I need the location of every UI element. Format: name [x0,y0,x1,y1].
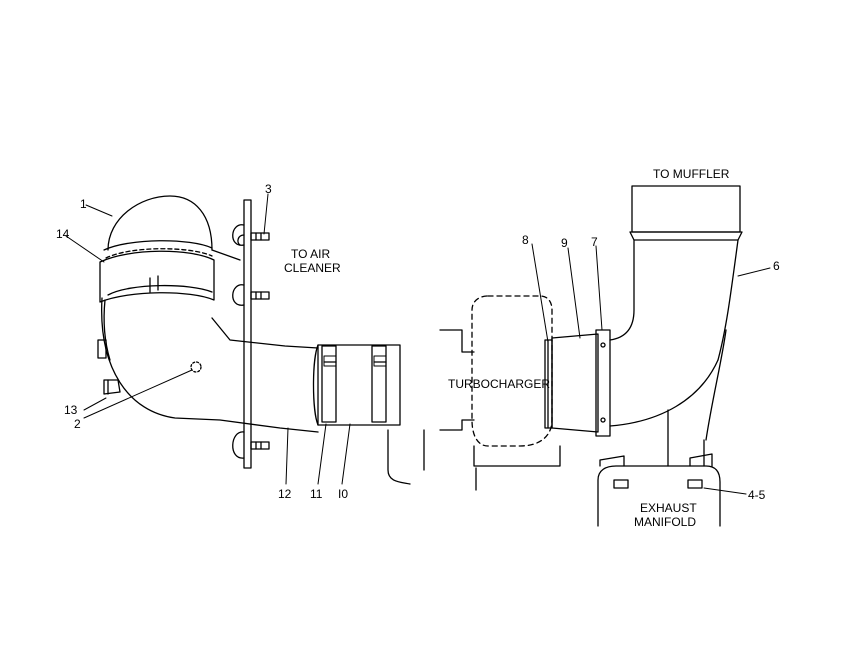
label-to-air: TO AIR [291,247,330,261]
stud-upper [250,232,270,241]
clamp-bolt [97,339,121,395]
label-to-muffler: TO MUFFLER [653,167,730,181]
callout-10: I0 [338,487,348,501]
callout-4-5: 4-5 [748,488,766,502]
label-cleaner: CLEANER [284,261,341,275]
label-manifold: MANIFOLD [634,515,696,529]
hose-lead [387,429,411,485]
adapter-ring [551,333,599,433]
hose-clamp-left [321,345,337,423]
flange [595,329,611,437]
hose-clamp-right [371,345,387,423]
leader-lines [65,193,771,495]
callout-12: 12 [278,487,292,501]
label-turbocharger: TURBOCHARGER [448,377,550,391]
stud-lower [250,441,270,450]
elbow-body [101,297,319,433]
hose [312,344,401,426]
callout-1: 1 [80,197,87,211]
callout-8: 8 [522,233,529,247]
mounting-bracket [232,199,270,469]
turbocharger-outline [471,295,553,447]
exhaust-manifold [597,409,721,527]
callout-14: 14 [56,227,70,241]
callout-2: 2 [74,417,81,431]
clamp-band [99,240,215,303]
callout-3: 3 [265,182,272,196]
callout-6: 6 [773,259,780,273]
turbo-housing [439,329,561,491]
callout-7: 7 [591,235,598,249]
label-exhaust: EXHAUST [640,501,697,515]
stud-middle [250,291,270,300]
elbow-outlet-cap [107,195,241,261]
callout-9: 9 [561,236,568,250]
exhaust-elbow [609,185,743,441]
callout-11: 11 [310,487,323,501]
callout-13: 13 [64,403,78,417]
